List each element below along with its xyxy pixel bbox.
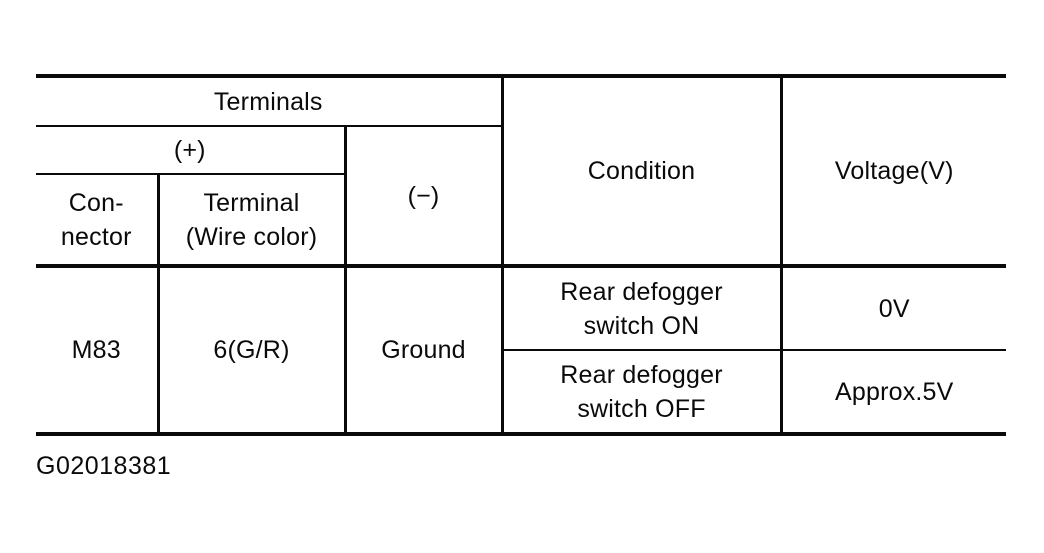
minus-header-cell: (−) — [345, 126, 504, 268]
terminal-voltage-table: Terminals Condition Voltage(V) (+) (−) C… — [36, 74, 1007, 436]
voltage-on-cell: 0V — [781, 266, 1007, 351]
terminals-header-cell: Terminals — [36, 74, 504, 127]
terminal-wire-header-cell: Terminal (Wire color) — [158, 174, 347, 268]
voltage-off-cell: Approx.5V — [781, 350, 1007, 436]
header-row-polarity: (+) (−) — [36, 126, 1006, 268]
minus-value-cell: Ground — [345, 266, 504, 436]
condition-on-cell: Rear defogger switch ON — [502, 266, 783, 351]
condition-off-cell: Rear defogger switch OFF — [502, 350, 783, 436]
header-row-subcolumns: Con- nector Terminal (Wire color) — [36, 174, 1006, 268]
plus-header-cell: (+) — [36, 126, 347, 175]
terminal-wire-value-cell: 6(G/R) — [158, 266, 347, 436]
header-row-terminals: Terminals Condition Voltage(V) — [36, 74, 1007, 268]
voltage-header-cell: Voltage(V) — [781, 74, 1007, 268]
data-row-switch-off: Rear defogger switch OFF Approx.5V — [36, 350, 1007, 436]
connector-header-cell: Con- nector — [36, 174, 160, 268]
figure-id-caption: G02018381 — [36, 452, 172, 480]
condition-header-cell: Condition — [502, 74, 783, 268]
connector-value-cell: M83 — [36, 266, 160, 436]
data-row-switch-on: M83 6(G/R) Ground Rear defogger switch O… — [36, 266, 1007, 436]
